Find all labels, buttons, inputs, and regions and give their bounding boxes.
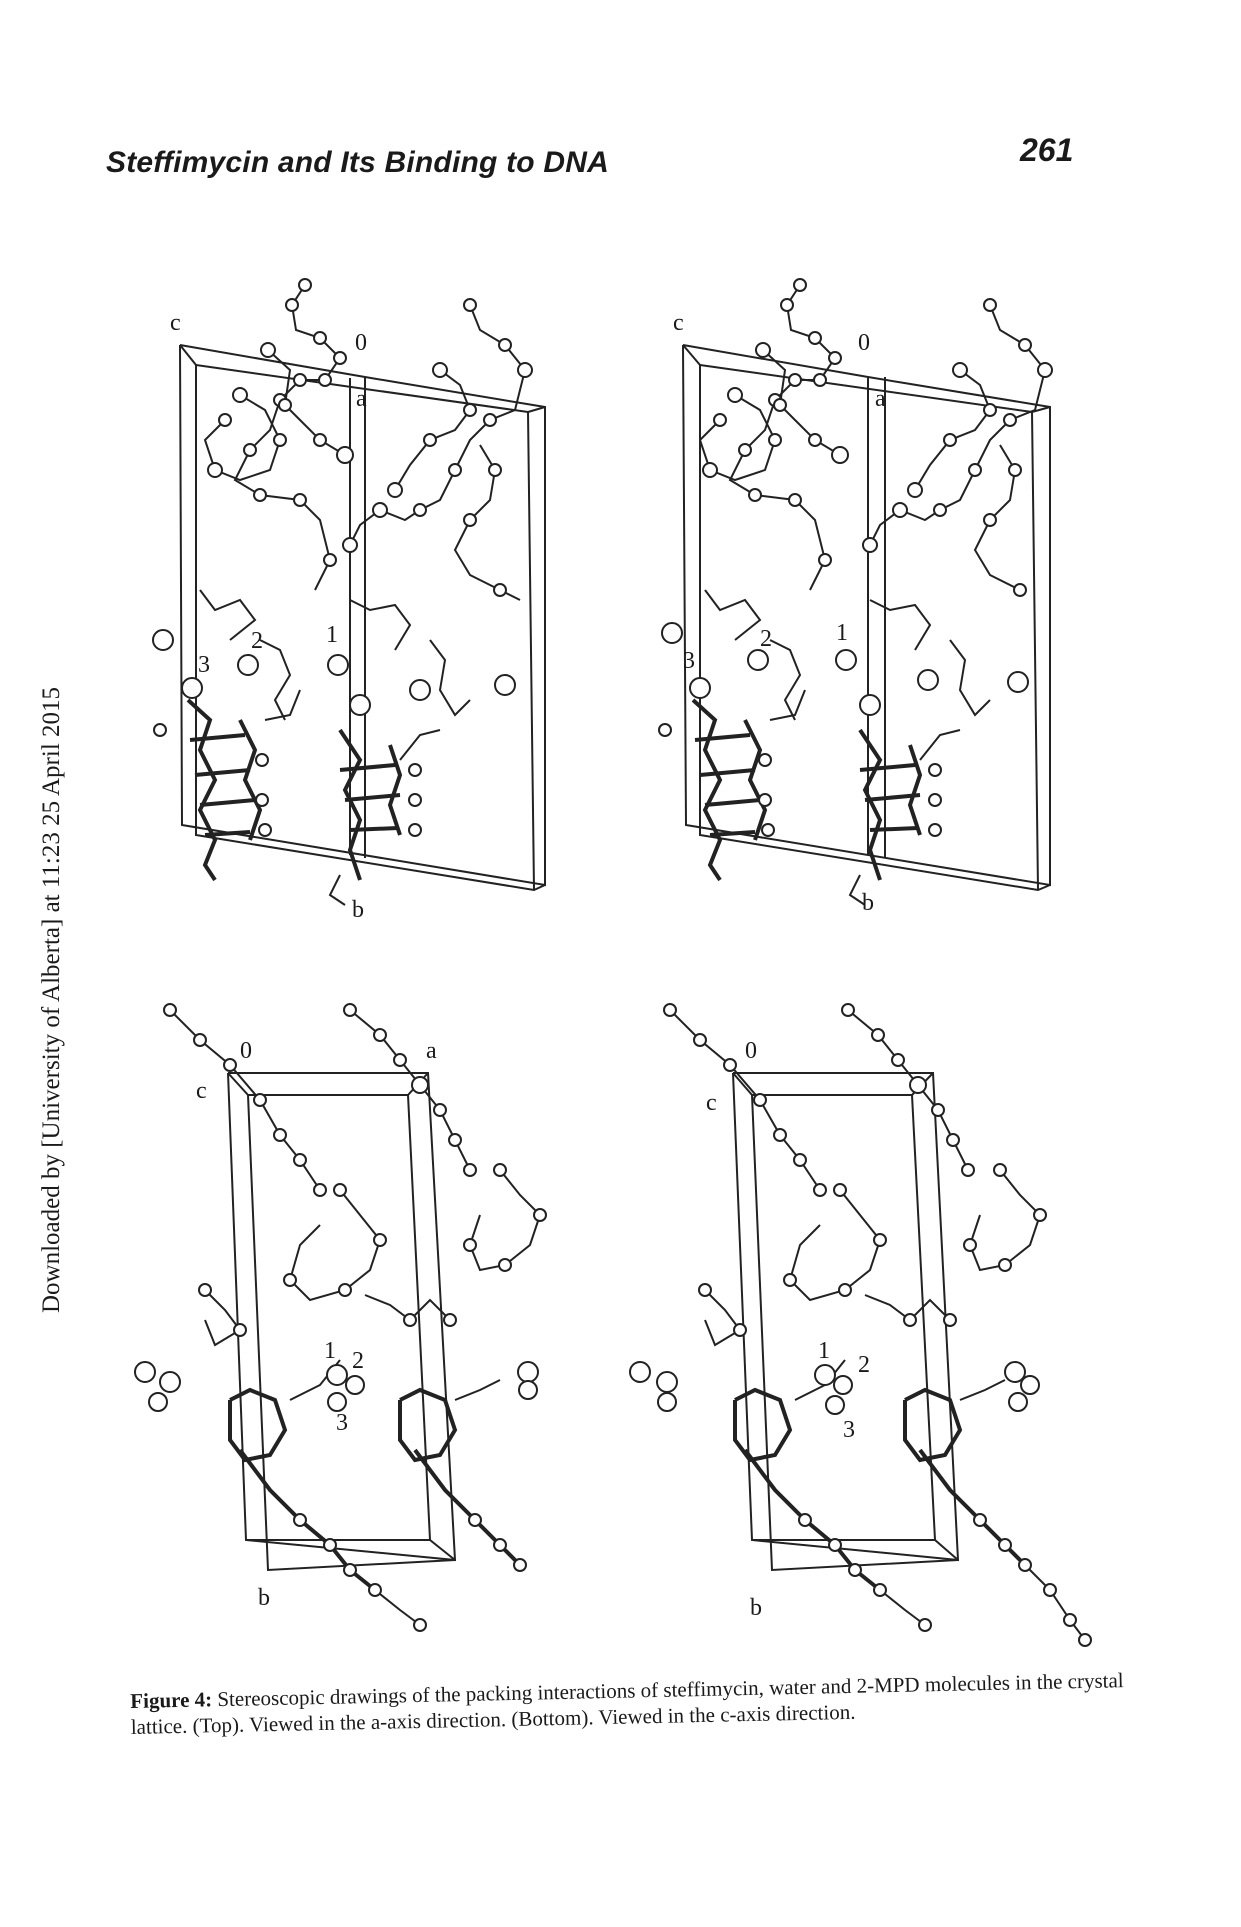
top-right-molecule-3: 3 [683, 648, 695, 674]
bottom-right-panel [669, 1009, 1086, 1641]
bottom-right-axis-b: b [750, 1595, 762, 1621]
top-right-molecule-2: 2 [760, 626, 772, 652]
top-right-panel [682, 284, 1051, 906]
unit-cell-box [227, 1072, 457, 1562]
bottom-left-axis-b: b [258, 1585, 270, 1611]
bottom-right-molecule-1: 1 [818, 1338, 830, 1364]
top-left-axis-c: c [170, 310, 181, 336]
running-title: Steffimycin and Its Binding to DNA [106, 146, 609, 179]
bottom-right-axis-c: c [706, 1090, 717, 1116]
top-left-axis-b: b [352, 897, 364, 923]
top-left-axis-a: a [356, 386, 367, 412]
top-left-molecule-3: 3 [198, 652, 210, 678]
bottom-right-atoms [629, 1003, 1092, 1647]
bottom-left-axis-a: a [426, 1038, 437, 1064]
bottom-left-atoms [134, 1003, 547, 1632]
bottom-left-molecule-1: 1 [324, 1338, 336, 1364]
bottom-left-molecule-2: 2 [352, 1348, 364, 1374]
bottom-left-axis-origin: 0 [240, 1038, 252, 1064]
top-right-molecule-1: 1 [836, 620, 848, 646]
top-left-atoms [152, 278, 533, 837]
top-left-molecule-2: 2 [251, 628, 263, 654]
top-left-axis-origin: 0 [355, 330, 367, 356]
bottom-left-axis-c: c [196, 1078, 207, 1104]
bottom-left-panel [169, 1009, 542, 1626]
top-left-panel [179, 284, 546, 906]
bottom-right-axis-origin: 0 [745, 1038, 757, 1064]
top-right-axis-b: b [862, 890, 874, 916]
unit-cell-box [682, 344, 1051, 887]
top-right-axis-a: a [875, 386, 886, 412]
top-left-molecule-1: 1 [326, 622, 338, 648]
bottom-right-molecule-2: 2 [858, 1352, 870, 1378]
bottom-right-molecule-3: 3 [843, 1417, 855, 1443]
top-right-axis-origin: 0 [858, 330, 870, 356]
bottom-left-molecule-3: 3 [336, 1410, 348, 1436]
page-number: 261 [1020, 132, 1074, 168]
top-right-atoms [658, 278, 1053, 837]
figure-caption-label: Figure 4: [130, 1687, 213, 1713]
unit-cell-box [179, 344, 546, 887]
top-right-axis-c: c [673, 310, 684, 336]
